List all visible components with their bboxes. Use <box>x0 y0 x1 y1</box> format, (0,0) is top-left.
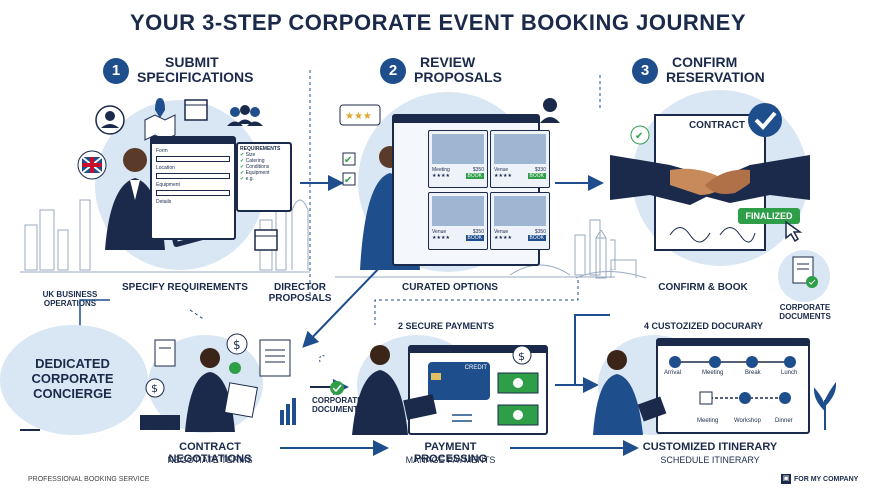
svg-text:✔: ✔ <box>344 155 352 166</box>
form-field-2[interactable]: Location <box>156 165 175 171</box>
form-field-4[interactable]: Details <box>156 199 172 205</box>
secure-payments-number: 2 <box>398 321 404 331</box>
credit-card[interactable]: CREDIT <box>428 362 490 400</box>
step-3-heading-line2: RESERVATION <box>666 69 765 85</box>
itinerary-person <box>593 350 667 435</box>
footer-right: FOR MY COMPANY <box>794 476 859 483</box>
itinerary-meeting-2: Meeting <box>697 418 719 424</box>
step-1-heading-line2: SPECIFICATIONS <box>137 69 254 85</box>
curated-options-label: CURATED OPTIONS <box>402 282 498 293</box>
requirements-panel: REQUIREMENTS ✔ Size ✔ Catering ✔ Conditi… <box>236 142 292 212</box>
cursor-icon <box>785 220 803 242</box>
step-1-heading: SUBMIT SPECIFICATIONS <box>137 55 277 85</box>
step-2-number: 2 <box>380 58 406 84</box>
finalized-badge[interactable]: FINALIZED <box>738 208 800 224</box>
requirement-item: ✔ Catering <box>240 158 265 164</box>
step-1-heading-line1: SUBMIT <box>165 54 219 70</box>
step-1-number: 1 <box>103 58 129 84</box>
proposal-card-4[interactable]: Venue $350 ★★★★ BOOK <box>490 192 550 250</box>
contract-title: CONTRACT <box>688 120 746 131</box>
contract-negotiations-label: CONTRACT NEGOTIATIONS <box>168 441 252 465</box>
requirement-item: ✔ Equipment <box>240 170 270 176</box>
svg-text:$: $ <box>151 382 158 395</box>
schedule-itinerary-label: SCHEDULE ITINERARY <box>660 455 760 465</box>
svg-text:✔: ✔ <box>635 131 643 142</box>
company-logo-icon: ▣ <box>781 474 791 484</box>
itinerary-window <box>656 338 810 434</box>
itinerary-meeting: Meeting <box>702 370 724 376</box>
itinerary-lunch: Lunch <box>781 370 798 376</box>
page-title: YOUR 3-STEP CORPORATE EVENT BOOKING JOUR… <box>130 10 746 35</box>
customized-number: 4 <box>644 321 650 331</box>
specification-form: Form Location Equipment Details <box>150 136 236 240</box>
manage-payments-label: MANAGE PAYMENTS <box>405 455 496 465</box>
itinerary-break: Break <box>745 370 761 376</box>
secure-payments-heading: 2 SECURE PAYMENTS <box>398 321 494 331</box>
confirm-book-label: CONFIRM & BOOK <box>658 282 748 293</box>
customized-label: CUSTOZIZED DOCURARY <box>651 321 764 331</box>
proposal-card-2[interactable]: Venue $330 ★★★★ BOOK <box>490 130 550 188</box>
svg-text:$: $ <box>233 338 241 352</box>
check-document-icon <box>330 381 344 395</box>
step-2-heading-line2: PROPOSALS <box>414 69 502 85</box>
payment-processing-label: PAYMENT PROCESSING <box>413 441 488 465</box>
step-3-heading: CONFIRM RESERVATION <box>666 55 786 85</box>
step-3-illustration: ✔ <box>610 103 810 270</box>
form-field-1[interactable]: Form <box>156 148 168 154</box>
plant-icon <box>813 381 837 430</box>
negotiation-illustration: $ $ <box>140 333 296 432</box>
footer-left: PROFESSIONAL BOOKING SERVICE <box>28 476 150 483</box>
proposal-card-1[interactable]: Meeting $350 ★★★★ BOOK <box>428 130 488 188</box>
document-icon <box>792 256 818 288</box>
london-skyline-icon <box>576 230 647 279</box>
form-field-3[interactable]: Equipment <box>156 182 180 188</box>
negotiate-terms-label: NEGOTIATE TERMS <box>167 455 253 465</box>
itinerary-arrival: Arrival <box>664 370 682 376</box>
step-3-number: 3 <box>632 58 658 84</box>
requirement-item: ✔ e.g. <box>240 176 254 182</box>
requirements-title: REQUIREMENTS <box>240 146 281 152</box>
secure-payments-label: SECURE PAYMENTS <box>405 321 495 331</box>
customized-heading: 4 CUSTOZIZED DOCURARY <box>644 321 763 331</box>
proposal-card-3[interactable]: Venue $350 ★★★★ BOOK <box>428 192 488 250</box>
specify-requirements-label: SPECIFY REQUIREMENTS <box>122 282 248 293</box>
step-2-heading: REVIEW PROPOSALS <box>414 55 534 85</box>
svg-text:✔: ✔ <box>344 175 352 186</box>
step-2-heading-line1: REVIEW <box>420 54 476 70</box>
step-3-heading-line1: CONFIRM <box>672 54 738 70</box>
requirement-item: ✔ Conditions <box>240 164 270 170</box>
svg-text:$: $ <box>518 350 525 363</box>
itinerary-workshop: Workshop <box>734 418 761 424</box>
payment-illustration: $ <box>352 345 539 435</box>
itinerary-dinner: Dinner <box>775 418 793 424</box>
svg-text:★★★: ★★★ <box>345 111 372 122</box>
customized-itinerary-label: CUSTOMIZED ITINERARY <box>642 441 778 453</box>
itinerary-timeline <box>669 356 796 405</box>
requirement-item: ✔ Size <box>240 152 256 158</box>
concierge-circle <box>0 325 148 435</box>
